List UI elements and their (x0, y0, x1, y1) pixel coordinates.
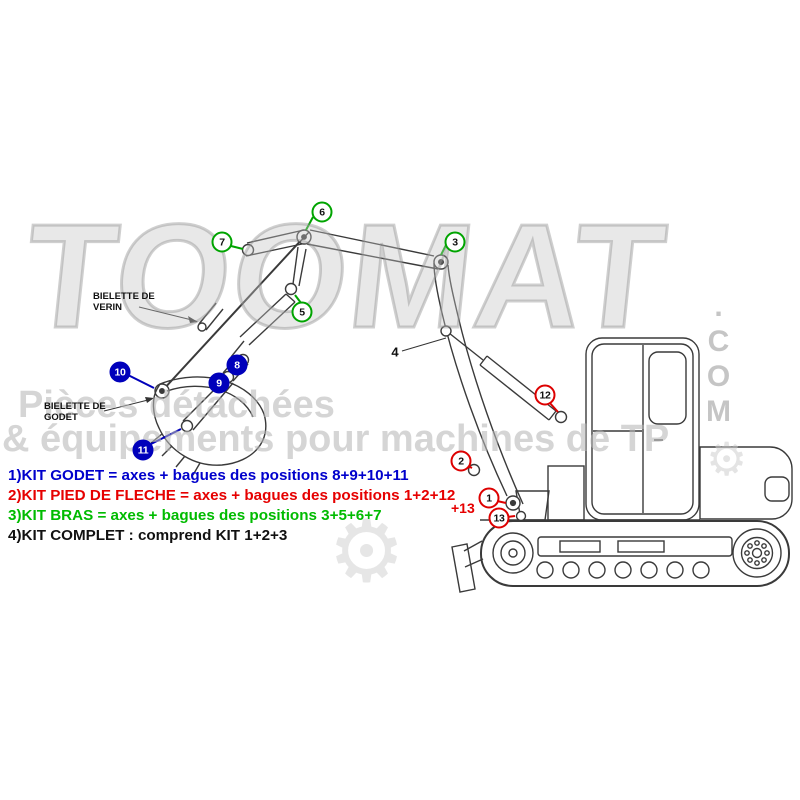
legend-kit-title: KIT PIED DE FLECHE (21, 487, 176, 504)
position-marker-7: 7 (211, 231, 233, 253)
cab (585, 337, 700, 521)
position-marker-8: 8 (226, 354, 248, 376)
position-marker-9: 9 (208, 372, 230, 394)
position-marker-11: 11 (132, 439, 154, 461)
legend-kit-detail: = axes + bagues des positions 8+9+10+11 (104, 467, 409, 484)
legend-kit-pied-de-fleche: 2)KIT PIED DE FLECHE = axes + bagues des… (8, 486, 455, 506)
callout-leader-lines (103, 216, 559, 518)
legend-kit-detail: = axes + bagues des positions 1+2+12 (175, 487, 456, 504)
legend-kit-title: KIT COMPLET (21, 527, 125, 544)
label-line: BIELETTE DE (93, 291, 155, 302)
legend-kit-godet: 1)KIT GODET = axes + bagues des position… (8, 466, 455, 486)
label-line: BIELETTE DE (44, 401, 106, 412)
legend-prefix: 3) (8, 507, 22, 524)
legend-prefix: 2) (8, 487, 22, 504)
label-line: GODET (44, 411, 78, 423)
boom (433, 254, 550, 522)
position-marker-4: 4 (391, 344, 399, 360)
legend-kit-bras: 3)KIT BRAS = axes + bagues des positions… (8, 506, 455, 526)
legend-kit-detail: : comprend KIT 1+2+3 (124, 527, 288, 544)
position-marker-5: 5 (291, 301, 313, 323)
boom-cylinder (440, 325, 568, 424)
label-line: VERIN (93, 301, 123, 313)
position-marker-2: 2 (450, 450, 472, 472)
legend-prefix: 1) (8, 467, 22, 484)
legend-kit-title: KIT GODET (21, 467, 105, 484)
position-marker-10: 10 (109, 361, 131, 383)
legend-kit-complet: 4)KIT COMPLET : comprend KIT 1+2+3 (8, 526, 455, 546)
position-marker-13: 13 (488, 507, 510, 529)
legend-kit-detail: = axes + bagues des positions 3+5+6+7 (93, 507, 382, 524)
legend-prefix: 4) (8, 527, 22, 544)
dozer-blade (451, 540, 484, 593)
legend: 1)KIT GODET = axes + bagues des position… (8, 466, 455, 546)
legend-kit-title: KIT BRAS (21, 507, 94, 524)
tracks (480, 520, 790, 587)
legend-kit2-extra-position: +13 (451, 500, 475, 516)
upper-body (480, 446, 793, 521)
position-marker-12: 12 (534, 384, 556, 406)
position-marker-6: 6 (311, 201, 333, 223)
position-marker-3: 3 (444, 231, 466, 253)
label-bielette-de-godet: BIELETTE DE GODET (44, 401, 106, 423)
position-marker-1: 1 (478, 487, 500, 509)
label-bielette-de-verin: BIELETTE DE VERIN (93, 291, 155, 313)
arm (154, 229, 439, 399)
